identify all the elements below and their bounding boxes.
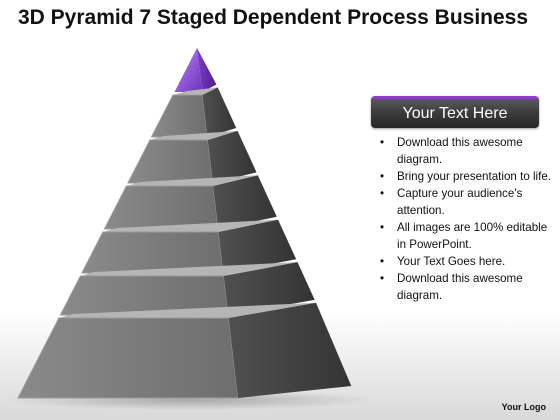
- pyramid-stage-side: [218, 219, 297, 273]
- bullet-item: Your Text Goes here.: [380, 253, 552, 270]
- pyramid-apex-side: [197, 48, 217, 92]
- pyramid-stage-front: [150, 94, 208, 138]
- pyramid-apex: [174, 48, 203, 92]
- pyramid-stage-top: [172, 87, 218, 95]
- pyramid-stage-side: [213, 175, 277, 229]
- pyramid-stage-side: [228, 302, 352, 398]
- pyramid-stage-top: [58, 302, 317, 318]
- bullet-item: Capture your audience’s attention.: [380, 185, 552, 219]
- pyramid-stage-top: [149, 130, 238, 140]
- pyramid-stage-front: [17, 317, 239, 399]
- bullet-list: Download this awesome diagram. Bring you…: [380, 134, 552, 304]
- pyramid-stage-top: [80, 262, 298, 276]
- bullet-item: All images are 100% editable in PowerPoi…: [380, 219, 552, 253]
- pyramid-stage-top: [102, 219, 279, 232]
- pyramid-stage-side: [223, 262, 315, 315]
- bullet-item: Download this awesome diagram.: [380, 270, 552, 304]
- text-panel-header: Your Text Here: [371, 96, 539, 128]
- footer-logo: Your Logo: [501, 402, 546, 412]
- pyramid-stage-front: [127, 139, 214, 184]
- bullet-item: Download this awesome diagram.: [380, 134, 552, 168]
- bullet-item: Bring your presentation to life.: [380, 168, 552, 185]
- pyramid-stage-front: [103, 185, 219, 230]
- pyramid-stage-side: [202, 87, 237, 137]
- page-title: 3D Pyramid 7 Staged Dependent Process Bu…: [18, 6, 529, 29]
- pyramid-stage-side: [207, 130, 257, 183]
- pyramid-stage-top: [126, 175, 258, 186]
